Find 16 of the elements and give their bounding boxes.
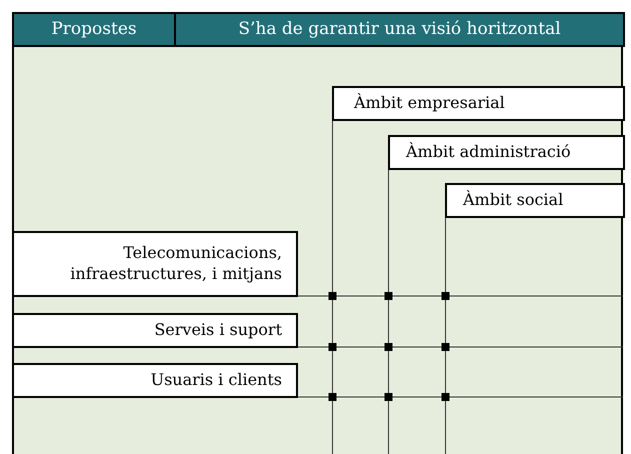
cell-label: Àmbit social <box>463 190 564 211</box>
row-box <box>12 313 298 348</box>
row-box <box>12 363 298 398</box>
header-cell <box>174 12 625 47</box>
cell-label: Àmbit administració <box>406 142 571 163</box>
cell-label: Serveis i suport <box>154 320 282 341</box>
cell-label: Àmbit empresarial <box>354 93 505 114</box>
cell-label: Usuaris i clients <box>150 370 282 391</box>
column-box <box>332 86 625 121</box>
cell-label: Propostes <box>51 18 137 41</box>
column-box <box>445 183 625 218</box>
header-cell <box>12 12 176 47</box>
row-box <box>12 231 298 297</box>
column-box <box>388 135 625 170</box>
cell-label: Telecomunicacions, infraestructures, i mitjans <box>69 243 282 285</box>
cell-label: S’ha de garantir una visió horitzontal <box>238 18 561 41</box>
